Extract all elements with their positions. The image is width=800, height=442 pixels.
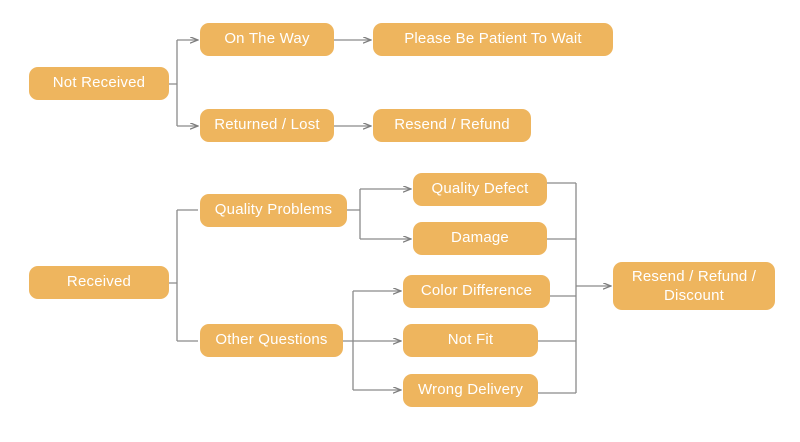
edge-other-questions-fork <box>343 291 354 390</box>
edge-not-received-fork <box>169 40 178 126</box>
node-not-fit[interactable]: Not Fit <box>403 324 538 357</box>
node-quality-defect[interactable]: Quality Defect <box>413 173 547 206</box>
node-wrong-delivery[interactable]: Wrong Delivery <box>403 374 538 407</box>
node-resend-refund[interactable]: Resend / Refund <box>373 109 531 142</box>
node-quality-problems[interactable]: Quality Problems <box>200 194 347 227</box>
node-damage[interactable]: Damage <box>413 222 547 255</box>
edge-quality-problems-fork <box>347 189 361 239</box>
node-please-be-patient-to-wait[interactable]: Please Be Patient To Wait <box>373 23 613 56</box>
node-returned-lost[interactable]: Returned / Lost <box>200 109 334 142</box>
node-color-difference[interactable]: Color Difference <box>403 275 550 308</box>
node-on-the-way[interactable]: On The Way <box>200 23 334 56</box>
node-resend-refund-discount[interactable]: Resend / Refund / Discount <box>613 262 775 310</box>
edge-received-fork <box>169 210 178 341</box>
node-other-questions[interactable]: Other Questions <box>200 324 343 357</box>
node-received[interactable]: Received <box>29 266 169 299</box>
node-not-received[interactable]: Not Received <box>29 67 169 100</box>
